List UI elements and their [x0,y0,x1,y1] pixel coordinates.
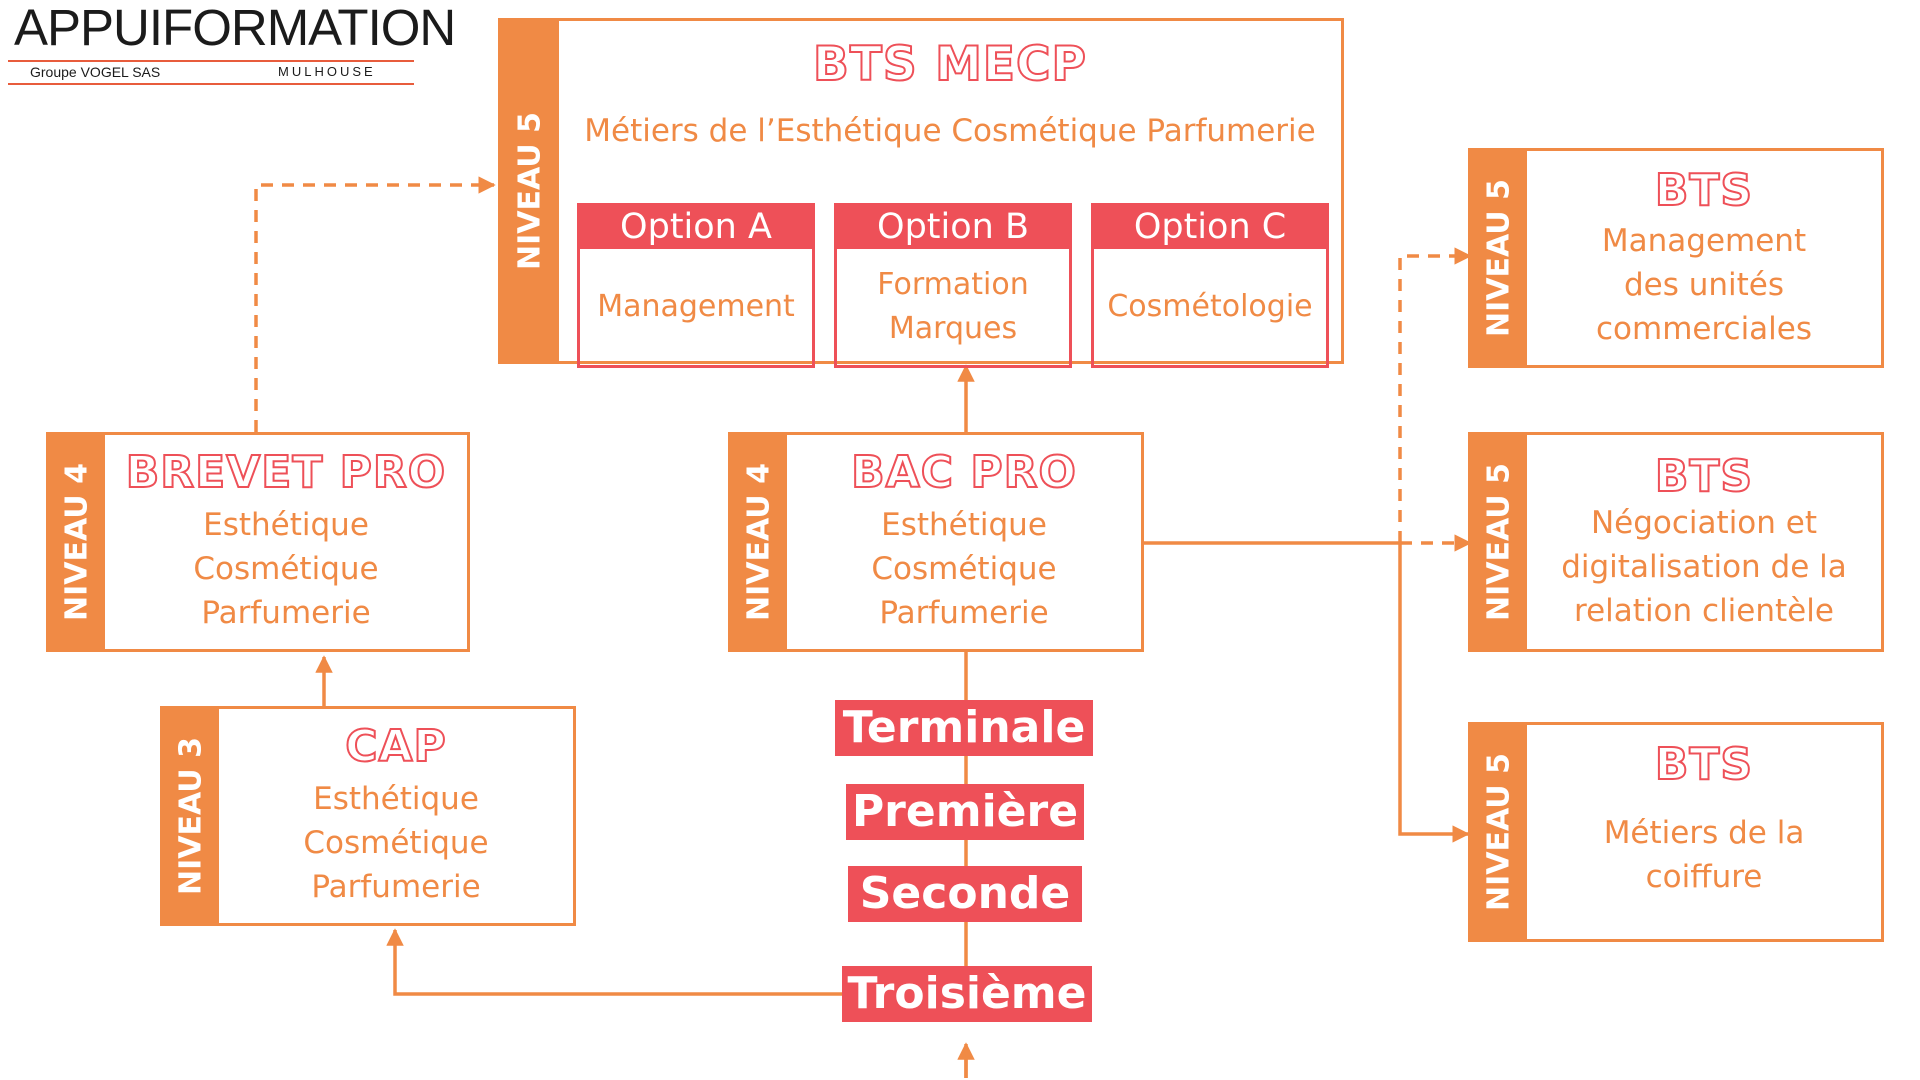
bac-pro-box: NIVEAU 4 BAC PRO Esthétique Cosmétique P… [728,432,1144,652]
level-label: NIVEAU 4 [741,463,777,621]
logo-rule-bottom [8,83,414,85]
box-title: CAP [344,720,447,773]
text-line: coiffure [1645,859,1763,895]
text-line: Cosmétique [193,551,379,587]
level-band: NIVEAU 5 [1471,435,1527,649]
text-line: Esthétique [203,507,369,543]
option-line: Formation [877,267,1029,302]
text-line: Métiers de la [1603,815,1805,851]
bts-muc-box: NIVEAU 5 BTS Management des unités comme… [1468,148,1884,368]
box-text: Esthétique Cosmétique Parfumerie [105,503,467,635]
option-label: Option A [580,206,812,249]
arrow-brevetpro-to-mecp [254,176,496,432]
option-label: Option B [837,206,1069,249]
text-line: Esthétique [313,781,479,817]
text-line: des unités [1623,267,1785,303]
logo-title: APPUIFORMATION [14,0,456,56]
box-title: BREVET PRO [125,446,447,499]
box-title: BTS [1654,450,1754,503]
arrow-troisieme-to-cap [386,928,846,996]
box-text: Négociation et digitalisation de la rela… [1527,501,1881,633]
box-text: Esthétique Cosmétique Parfumerie [219,777,573,909]
logo-rule-top [8,60,414,62]
year-seconde: Seconde [848,866,1082,922]
text-line: relation clientèle [1574,593,1834,629]
box-subtitle: Métiers de l’Esthétique Cosmétique Parfu… [584,113,1316,149]
option-line: Cosmétologie [1107,289,1313,324]
level-label: NIVEAU 5 [512,112,548,270]
text-line: commerciales [1595,311,1813,347]
text-line: Cosmétique [871,551,1057,587]
text-line: Esthétique [881,507,1047,543]
option-line: Marques [888,311,1018,346]
text-line: Management [1601,223,1807,259]
brevet-pro-box: NIVEAU 4 BREVET PRO Esthétique Cosmétiqu… [46,432,470,652]
option-text: Cosmétologie [1094,249,1326,365]
cap-box: NIVEAU 3 CAP Esthétique Cosmétique Parfu… [160,706,576,926]
box-text: Métiers de la coiffure [1527,811,1881,899]
option-b: Option B Formation Marques [834,203,1072,368]
logo-subtitle: Groupe VOGEL SAS [30,64,161,80]
logo-city: MULHOUSE [278,64,376,79]
text-line: Parfumerie [311,869,481,905]
year-troisieme: Troisième [842,966,1092,1022]
level-band: NIVEAU 5 [1471,151,1527,365]
box-text: Esthétique Cosmétique Parfumerie [787,503,1141,635]
level-label: NIVEAU 5 [1481,179,1517,337]
option-text: Management [580,249,812,365]
level-label: NIVEAU 4 [59,463,95,621]
arrow-to-muc [1398,247,1472,543]
box-title: BTS MECP [812,36,1087,93]
level-band: NIVEAU 4 [731,435,787,649]
year-premiere: Première [846,784,1084,840]
box-title: BTS [1654,738,1754,791]
bts-mecp-box: NIVEAU 5 BTS MECP Métiers de l’Esthétiqu… [498,18,1344,368]
level-label: NIVEAU 5 [1481,753,1517,911]
box-title: BAC PRO [850,446,1077,499]
level-band: NIVEAU 5 [1471,725,1527,939]
bts-coiffure-box: NIVEAU 5 BTS Métiers de la coiffure [1468,722,1884,942]
level-band: NIVEAU 4 [49,435,105,649]
box-title: BTS [1654,164,1754,217]
text-line: Parfumerie [201,595,371,631]
bts-ndrc-box: NIVEAU 5 BTS Négociation et digitalisati… [1468,432,1884,652]
option-line: Management [597,289,795,324]
box-text: Management des unités commerciales [1527,219,1881,351]
arrow-to-coiffure [1398,543,1470,843]
option-label: Option C [1094,206,1326,249]
level-label: NIVEAU 5 [1481,463,1517,621]
option-text: Formation Marques [837,249,1069,365]
text-line: digitalisation de la [1561,549,1847,585]
year-terminale: Terminale [835,700,1093,756]
text-line: Cosmétique [303,825,489,861]
text-line: Négociation et [1590,505,1818,541]
option-a: Option A Management [577,203,815,368]
level-band: NIVEAU 3 [163,709,219,923]
option-c: Option C Cosmétologie [1091,203,1329,368]
level-label: NIVEAU 3 [173,737,209,895]
level-band: NIVEAU 5 [501,21,559,361]
text-line: Parfumerie [879,595,1049,631]
